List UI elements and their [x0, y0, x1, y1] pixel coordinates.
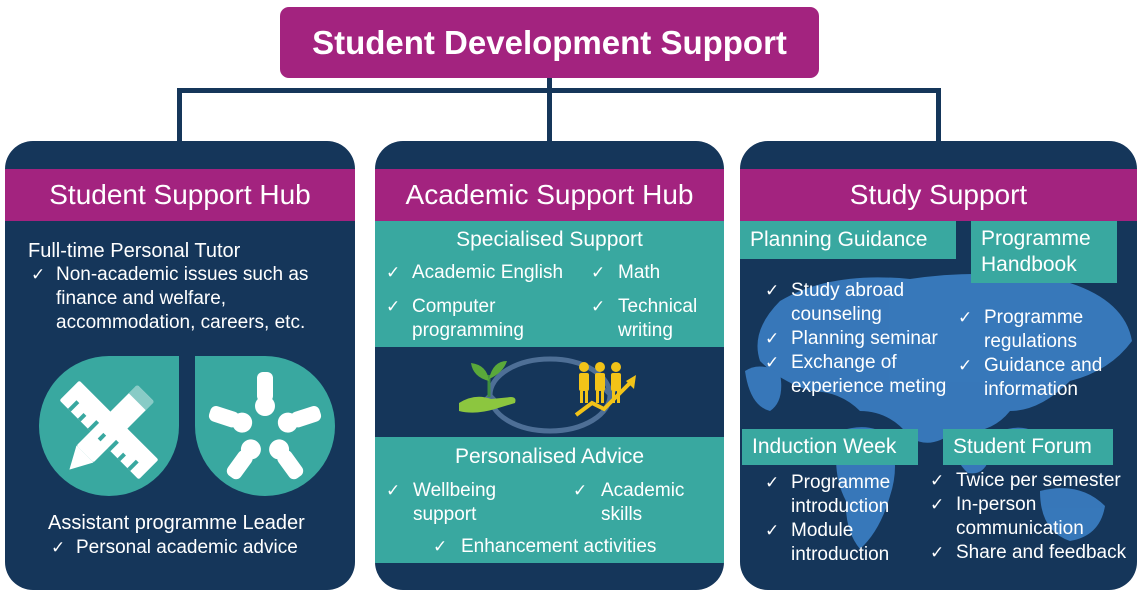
specialised-item: programming: [412, 320, 524, 341]
student-support-hub-panel: Student Support Hub Full-time Personal T…: [5, 141, 355, 590]
check-icon: ✓: [591, 297, 606, 316]
tutor-heading: Full-time Personal Tutor: [28, 240, 241, 262]
academic-support-hub-panel: Academic Support Hub Specialised Support…: [375, 141, 724, 590]
forum-item: Share and feedback: [956, 542, 1127, 563]
specialised-support-box: Specialised Support ✓ Academic English ✓…: [375, 221, 724, 347]
specialised-support-heading: Specialised Support: [456, 228, 643, 251]
forum-item: In-person: [956, 494, 1037, 515]
induction-week-header: Induction Week: [742, 429, 918, 465]
check-icon: ✓: [765, 329, 780, 348]
check-icon: ✓: [930, 543, 945, 562]
study-support-panel: Study Support Planning Guidance ✓ Study …: [740, 141, 1137, 590]
specialised-item: Computer: [412, 296, 496, 317]
check-icon: ✓: [433, 537, 448, 556]
specialised-item: Math: [618, 262, 661, 283]
connector-right: [936, 88, 941, 143]
planning-guidance-header: Planning Guidance: [740, 221, 956, 259]
check-icon: ✓: [386, 481, 401, 500]
personalised-item: Enhancement activities: [461, 536, 657, 557]
leader-heading: Assistant programme Leader: [48, 512, 305, 534]
growth-people-icon: [572, 359, 642, 419]
programme-handbook-heading-line1: Programme: [981, 227, 1091, 250]
check-icon: ✓: [573, 481, 588, 500]
induction-week-heading: Induction Week: [752, 435, 897, 458]
handbook-item: Guidance and: [984, 355, 1103, 376]
connector-left: [177, 88, 182, 143]
tutor-item: accommodation, careers, etc.: [56, 312, 306, 333]
specialised-item: Academic English: [412, 262, 564, 283]
check-icon: ✓: [591, 263, 606, 282]
check-icon: ✓: [386, 297, 401, 316]
forum-item: Twice per semester: [956, 470, 1121, 491]
check-icon: ✓: [765, 521, 780, 540]
personalised-item: Academic: [601, 480, 685, 501]
study-support-title: Study Support: [740, 169, 1137, 221]
check-icon: ✓: [930, 471, 945, 490]
diagram-title: Student Development Support: [280, 7, 819, 78]
personalised-item: support: [413, 504, 477, 525]
leader-item: Personal academic advice: [76, 537, 298, 558]
induction-item: Module: [791, 520, 854, 541]
induction-item: introduction: [791, 496, 890, 517]
tutor-item: Non-academic issues such as: [56, 264, 309, 285]
handbook-item: information: [984, 379, 1078, 400]
check-icon: ✓: [765, 281, 780, 300]
handbook-item: Programme: [984, 307, 1084, 328]
handbook-item: regulations: [984, 331, 1077, 352]
personalised-item: skills: [601, 504, 643, 525]
forum-item: communication: [956, 518, 1084, 539]
specialised-item: Technical: [618, 296, 698, 317]
check-icon: ✓: [958, 308, 973, 327]
personalised-advice-box: Personalised Advice ✓ Wellbeing support …: [375, 437, 724, 563]
induction-item: Programme: [791, 472, 891, 493]
planning-item: Study abroad: [791, 280, 905, 301]
connector-horizontal: [177, 88, 941, 93]
student-support-hub-title: Student Support Hub: [5, 169, 355, 221]
personalised-advice-heading: Personalised Advice: [454, 445, 645, 468]
student-forum-header: Student Forum: [943, 429, 1113, 465]
academic-support-hub-title: Academic Support Hub: [375, 169, 724, 221]
planning-item: Exchange of: [791, 352, 897, 373]
check-icon: ✓: [765, 353, 780, 372]
tutor-item: finance and welfare,: [56, 288, 227, 309]
check-icon: ✓: [31, 265, 46, 284]
planning-guidance-heading: Planning Guidance: [750, 228, 928, 251]
check-icon: ✓: [765, 473, 780, 492]
programme-handbook-header: Programme Handbook: [971, 221, 1117, 283]
pencil-ruler-icon: [35, 352, 183, 500]
planning-item: counseling: [791, 304, 882, 325]
induction-item: introduction: [791, 544, 890, 565]
hands-teamwork-icon: [190, 352, 340, 502]
check-icon: ✓: [930, 495, 945, 514]
personalised-item: Wellbeing: [413, 480, 497, 501]
planning-item: Planning seminar: [791, 328, 938, 349]
student-forum-heading: Student Forum: [953, 435, 1092, 458]
connector-trunk: [547, 78, 552, 143]
planning-item: experience meting: [791, 376, 947, 397]
specialised-item: writing: [618, 320, 673, 341]
check-icon: ✓: [958, 356, 973, 375]
check-icon: ✓: [386, 263, 401, 282]
programme-handbook-heading-line2: Handbook: [981, 253, 1077, 276]
check-icon: ✓: [51, 538, 66, 557]
plant-hand-icon: [455, 359, 525, 419]
